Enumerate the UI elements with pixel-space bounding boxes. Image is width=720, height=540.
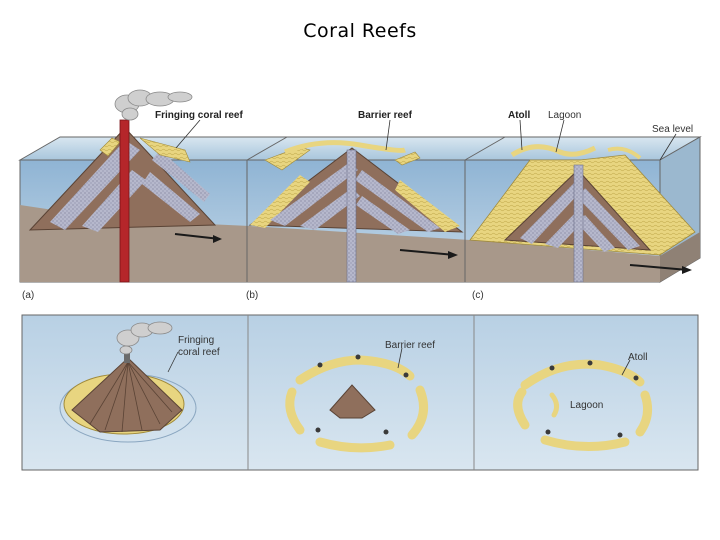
volcano-panel-b <box>248 140 464 283</box>
plan-barrier-reef <box>285 347 429 453</box>
volcano-panel-c <box>469 144 696 283</box>
barrier-reef-label: Barrier reef <box>358 110 413 121</box>
plate-motion-arrow <box>174 233 222 243</box>
plate-motion-arrow <box>399 249 458 259</box>
atoll-label: Atoll <box>508 110 530 121</box>
sea-level-label: Sea level <box>652 124 693 135</box>
page-title: Coral Reefs <box>303 20 417 42</box>
fringing-reef-label: Fringing coral reef <box>155 110 243 121</box>
plan-atoll <box>513 359 653 451</box>
plate-motion-arrow <box>629 264 692 274</box>
plan-atoll-label: Atoll <box>628 352 647 363</box>
plan-barrier-label: Barrier reef <box>385 340 435 351</box>
plan-fringing-label-1: Fringing <box>178 335 214 346</box>
panel-letter-b: (b) <box>246 290 258 301</box>
magma-conduit <box>119 119 130 283</box>
panel-letter-c: (c) <box>472 290 484 301</box>
smoke-plume <box>114 89 193 121</box>
plan-lagoon-label: Lagoon <box>570 400 603 411</box>
plan-volcano-island <box>59 321 197 443</box>
volcano-panel-a <box>28 89 217 283</box>
plan-fringing-label-2: coral reef <box>178 347 220 358</box>
lagoon-label: Lagoon <box>548 110 581 121</box>
panel-letter-a: (a) <box>22 290 34 301</box>
